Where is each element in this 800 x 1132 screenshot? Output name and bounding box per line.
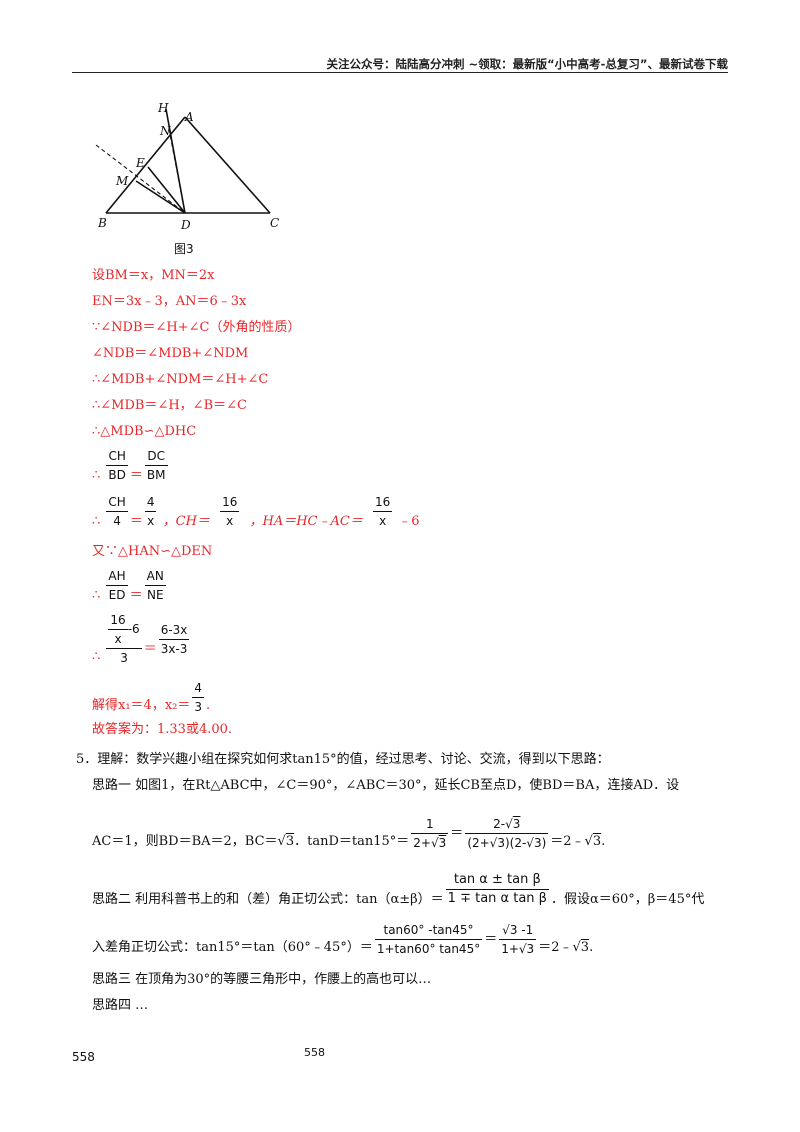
point-label-E: E	[135, 156, 145, 170]
point-label-N: N	[159, 124, 171, 138]
point-label-M: M	[115, 174, 129, 188]
idea-1-line-a: 思路一 如图1，在Rt△ABC中，∠C＝90°，∠ABC＝30°，延长CB至点D…	[92, 778, 680, 793]
solution-line-4: ∠NDB＝∠MDB+∠NDM	[92, 346, 249, 361]
solution-line-8: 又∵△HAN∽△DEN	[92, 544, 213, 559]
solution-line-3: ∵∠NDB＝∠H+∠C（外角的性质）	[92, 320, 301, 335]
geometry-figure-3: H A N E M B D C 图3	[95, 101, 279, 256]
idea-4: 思路四 …	[92, 998, 149, 1013]
fraction: tan60° -tan45°1+tan60° tan45°	[374, 923, 483, 956]
header-rule	[72, 72, 728, 74]
answer-line: 故答案为：1.33或4.00.	[92, 722, 233, 737]
solution-line-6: ∴∠MDB＝∠H，∠B＝∠C	[92, 398, 247, 413]
point-label-B: B	[97, 216, 107, 230]
fraction: 2-√3(2+√3)(2-√3)	[465, 817, 549, 850]
solution-line-1: 设BM＝x，MN＝2x	[92, 268, 215, 283]
solution-line-5: ∴∠MDB+∠NDM＝∠H+∠C	[92, 372, 269, 387]
page-header: 关注公众号：陆陆高分冲刺 ~领取：最新版“小中高考-总复习”、最新试卷下载	[326, 57, 728, 71]
point-label-D: D	[180, 218, 191, 232]
page-number-left: 558	[72, 1050, 95, 1064]
point-label-H: H	[157, 101, 169, 115]
solution-line-2: EN＝3x﹣3，AN＝6﹣3x	[92, 294, 247, 309]
page-number-center: 558	[304, 1046, 325, 1059]
figure-caption: 图3	[174, 242, 194, 256]
idea-3: 思路三 在顶角为30°的等腰三角形中，作腰上的高也可以…	[92, 972, 432, 987]
problem-5-intro: 5．理解：数学兴趣小组在探究如何求tan15°的值，经过思考、讨论、交流，得到以…	[76, 752, 610, 767]
point-label-C: C	[270, 216, 279, 230]
idea-2-line-a: 思路二 利用科普书上的和（差）角正切公式：tan（α±β）＝tan α ± ta…	[92, 872, 705, 907]
solution-line-7: ∴△MDB∽△DHC	[92, 424, 197, 439]
idea-2-line-b: 入差角正切公式：tan15°＝tan（60°﹣45°）＝tan60° -tan4…	[92, 923, 594, 956]
point-label-A: A	[184, 110, 194, 124]
